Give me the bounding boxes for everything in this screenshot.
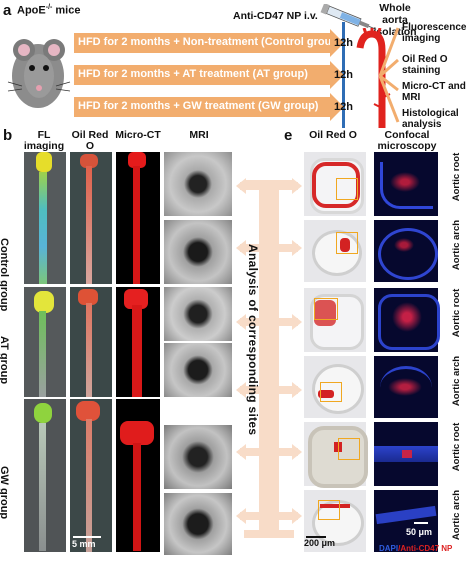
panel-e-letter: e: [284, 127, 293, 144]
row-label-at: AT group: [0, 336, 10, 385]
scale-bar-line: [73, 536, 101, 538]
scale-bar-e-right: 50 μm: [406, 527, 433, 537]
panel-a-letter: a: [3, 2, 12, 19]
scale-bar-e-left: 200 μm: [304, 538, 336, 548]
correspondence-arrows: [236, 178, 302, 538]
branch-lines: [378, 27, 400, 123]
col-head-confocal: Confocal microscopy: [377, 129, 437, 152]
mouse-illustration: [7, 39, 71, 108]
group-arrow-gw: HFD for 2 months + GW treatment (GW grou…: [74, 93, 344, 121]
fl-image-gw: [24, 399, 66, 552]
side-label: Aortic root: [451, 422, 462, 472]
oilred-slice: [304, 356, 366, 418]
oilred-slice: [304, 152, 366, 216]
fl-image-at: [24, 287, 66, 397]
analysis-list: Fluorescence imaging Oil Red O staining …: [402, 22, 474, 130]
col-head-fl: FL imaging: [23, 129, 65, 152]
group-text: HFD for 2 months + GW treatment (GW grou…: [78, 100, 319, 112]
side-label: Aortic root: [451, 288, 462, 338]
analysis-item: Micro-CT and MRI: [402, 81, 466, 103]
oilred-slice: [304, 490, 366, 552]
group-arrow-at: HFD for 2 months + AT treatment (AT grou…: [74, 61, 344, 89]
confocal-image: [374, 490, 438, 552]
col-head-e-oilred: Oil Red O: [309, 129, 357, 141]
zoom-box: [336, 232, 358, 254]
confocal-image: [374, 356, 438, 418]
group-text: HFD for 2 months + AT treatment (AT grou…: [78, 68, 308, 80]
time-label: 12h: [334, 69, 353, 81]
mri-image: [164, 287, 232, 341]
confocal-image: [374, 288, 440, 352]
oilred-image-at: [70, 287, 112, 397]
oilred-image-control: [70, 152, 112, 284]
scale-bar-e-line: [306, 536, 326, 538]
row-label-control: Control group: [0, 238, 10, 312]
side-label: Aortic arch: [451, 355, 462, 407]
oilred-image-gw: [70, 399, 112, 552]
confocal-legend: DAPI/Anti-CD47 NP: [379, 544, 453, 553]
microct-image-control: [116, 152, 160, 284]
analysis-item: Histological analysis: [402, 108, 459, 130]
col-head-microct: Micro-CT: [115, 129, 161, 141]
confocal-image: [374, 422, 438, 486]
side-label: Aortic arch: [451, 219, 462, 271]
col-head-mri: MRI: [189, 129, 209, 141]
microct-image-at: [116, 287, 160, 397]
scale-bar-label: 5 mm: [72, 539, 96, 549]
side-label: Aortic arch: [451, 489, 462, 541]
confocal-image: [374, 220, 438, 282]
zoom-box: [318, 500, 340, 520]
zoom-box: [320, 382, 342, 402]
side-label: Aortic root: [451, 152, 462, 202]
oilred-slice: [304, 422, 368, 488]
group-text: HFD for 2 months + Non-treatment (Contro…: [78, 36, 342, 48]
microct-image-gw: [116, 399, 160, 552]
mri-image: [164, 493, 232, 555]
analysis-item: Oil Red O staining: [402, 54, 448, 76]
syringe-icon: [320, 4, 377, 30]
time-label: 12h: [334, 37, 353, 49]
mri-image: [164, 343, 232, 397]
time-label: 12h: [334, 101, 353, 113]
analysis-item: Fluorescence imaging: [402, 22, 467, 44]
aorta-illustration: [356, 28, 391, 128]
confocal-image: [374, 152, 438, 216]
zoom-box: [314, 298, 338, 320]
mri-image: [164, 425, 232, 489]
mouse-label: ApoE-/- mice: [17, 4, 81, 17]
row-label-gw: GW group: [0, 466, 10, 520]
mri-image: [164, 220, 232, 284]
np-label: Anti-CD47 NP i.v.: [233, 10, 318, 22]
zoom-box: [336, 178, 358, 200]
mri-image: [164, 152, 232, 216]
zoom-box: [338, 438, 360, 460]
col-head-oilred: Oil Red O: [71, 129, 109, 152]
group-arrow-control: HFD for 2 months + Non-treatment (Contro…: [74, 29, 344, 57]
center-label: Analysis of corresponding sites: [246, 244, 260, 436]
panel-b-letter: b: [3, 127, 13, 144]
fl-image-control: [24, 152, 66, 284]
